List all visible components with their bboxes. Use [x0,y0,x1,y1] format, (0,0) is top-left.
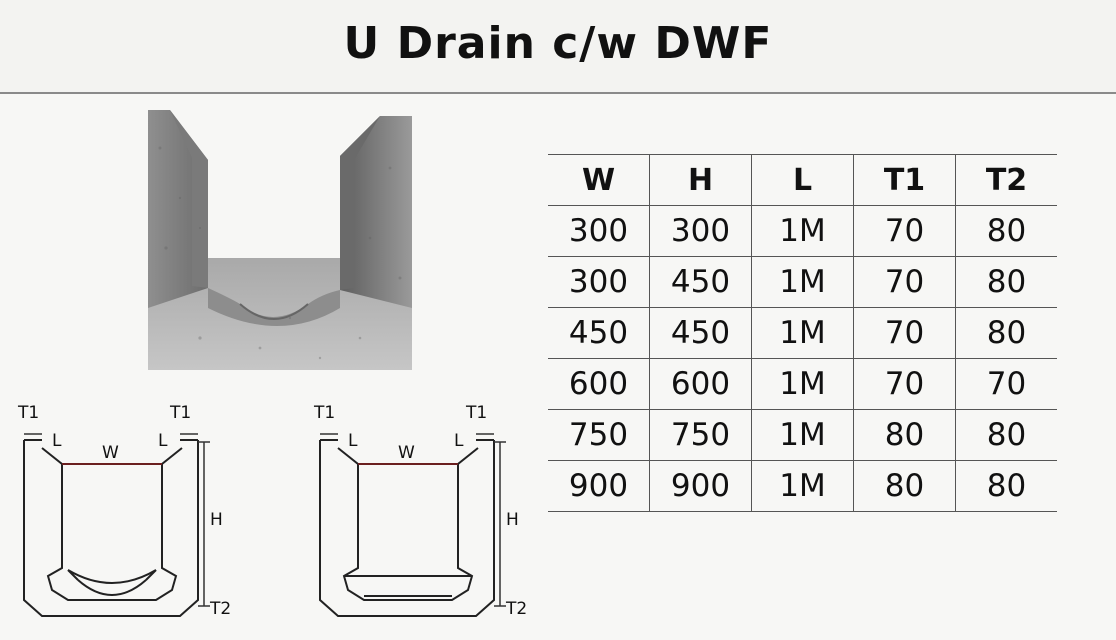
table-row: 750 750 1M 80 80 [548,409,1057,461]
table-cell: 80 [853,460,956,512]
table-cell: 900 [649,460,752,512]
table-cell: 1M [751,307,854,359]
table-cell: 1M [751,205,854,257]
table-row: 300 300 1M 70 80 [548,205,1057,257]
table-cell: 450 [649,307,752,359]
table-cell: 1M [751,409,854,461]
cross-section-curved-diagram: T1 L W L T1 H T2 [17,403,231,619]
table-cell: 750 [548,409,650,461]
table-cell: 750 [649,409,752,461]
table-cell: 80 [955,409,1057,461]
label-t1-right: T1 [169,403,191,423]
table-row: 600 600 1M 70 70 [548,358,1057,410]
table-cell: 300 [548,256,650,308]
label-t1-right: T1 [465,403,487,423]
table-cell: 1M [751,358,854,410]
table-row: 900 900 1M 80 80 [548,460,1057,512]
table-cell: 1M [751,256,854,308]
label-l-left: L [52,431,62,451]
table-cell: 600 [548,358,650,410]
table-cell: 450 [548,307,650,359]
column-header-h: H [649,154,752,206]
label-w: W [398,443,415,463]
label-l-left: L [348,431,358,451]
cross-section-flat-diagram: T1 L W L T1 H T2 [313,403,527,619]
table-cell: 600 [649,358,752,410]
table-cell: 1M [751,460,854,512]
table-cell: 80 [853,409,956,461]
table-cell: 300 [649,205,752,257]
table-row: 300 450 1M 70 80 [548,256,1057,308]
dimensions-table: W H L T1 T2 300 300 1M 70 80 300 450 1M … [548,154,1057,512]
table-cell: 80 [955,205,1057,257]
column-header-t1: T1 [853,154,956,206]
table-cell: 80 [955,460,1057,512]
label-h: H [506,510,519,530]
table-cell: 70 [853,205,956,257]
label-t2: T2 [209,599,231,619]
u-drain-photo [148,110,412,370]
label-l-right: L [158,431,168,451]
label-t1-left: T1 [17,403,39,423]
page-title: U Drain c/w DWF [343,18,773,69]
table-cell: 450 [649,256,752,308]
label-h: H [210,510,223,530]
table-cell: 300 [548,205,650,257]
column-header-l: L [751,154,854,206]
table-header-row: W H L T1 T2 [548,154,1057,206]
table-cell: 900 [548,460,650,512]
table-row: 450 450 1M 70 80 [548,307,1057,359]
column-header-w: W [548,154,650,206]
label-l-right: L [454,431,464,451]
column-header-t2: T2 [955,154,1057,206]
header: U Drain c/w DWF [0,0,1116,94]
table-cell: 70 [853,256,956,308]
label-t2: T2 [505,599,527,619]
table-cell: 70 [955,358,1057,410]
table-cell: 70 [853,307,956,359]
table-cell: 80 [955,307,1057,359]
label-w: W [102,443,119,463]
table-cell: 80 [955,256,1057,308]
label-t1-left: T1 [313,403,335,423]
table-cell: 70 [853,358,956,410]
